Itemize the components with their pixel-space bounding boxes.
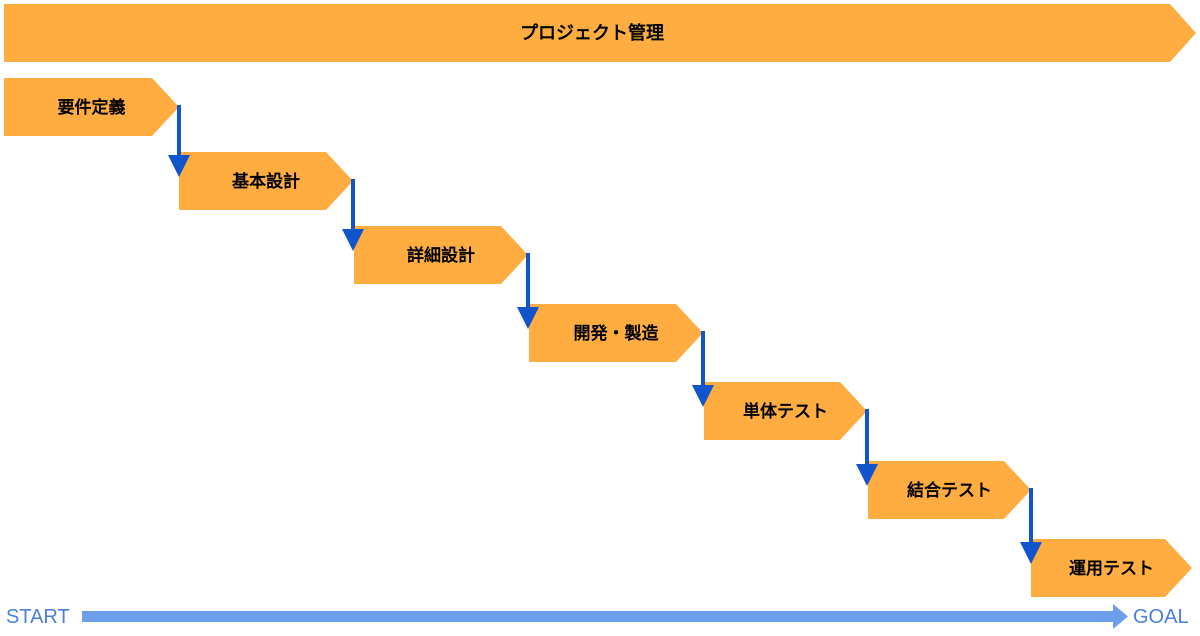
connector-arrow-5 bbox=[856, 409, 878, 486]
stage-2: 基本設計 bbox=[179, 152, 353, 210]
timeline: START GOAL bbox=[6, 604, 1189, 629]
stage-label: 運用テスト bbox=[1069, 559, 1154, 579]
connector-head bbox=[342, 229, 364, 251]
stage-label: 基本設計 bbox=[231, 171, 300, 192]
stage-6: 結合テスト bbox=[868, 461, 1031, 519]
connector-head bbox=[1020, 542, 1042, 564]
timeline-goal-label: GOAL bbox=[1133, 606, 1189, 628]
connector-head bbox=[168, 155, 190, 177]
connector-head bbox=[856, 464, 878, 486]
stage-label: 開発・製造 bbox=[574, 323, 660, 344]
stage-label: 詳細設計 bbox=[407, 245, 475, 266]
stage-label: 結合テスト bbox=[907, 480, 992, 501]
stage-shape bbox=[4, 78, 179, 136]
stage-shape bbox=[179, 152, 353, 210]
connector-arrow-2 bbox=[342, 179, 364, 251]
connector-head bbox=[517, 307, 539, 329]
connector-head bbox=[692, 385, 714, 407]
stage-3: 詳細設計 bbox=[354, 226, 528, 284]
stage-shape bbox=[868, 461, 1031, 519]
connector-arrow-4 bbox=[692, 331, 714, 407]
stage-label: 要件定義 bbox=[58, 97, 126, 118]
connector-shaft bbox=[1029, 488, 1033, 544]
connector-shaft bbox=[865, 409, 869, 466]
connectors-layer bbox=[168, 105, 1042, 564]
stage-4: 開発・製造 bbox=[529, 304, 703, 362]
stage-5: 単体テスト bbox=[704, 382, 867, 440]
connector-shaft bbox=[177, 105, 181, 157]
connector-arrow-6 bbox=[1020, 488, 1042, 564]
connector-shaft bbox=[526, 253, 530, 309]
project-management-banner: プロジェクト管理 bbox=[4, 4, 1196, 62]
stage-shape bbox=[704, 382, 867, 440]
banner-shape bbox=[4, 4, 1196, 62]
stage-shape bbox=[1031, 539, 1192, 597]
stage-label: 単体テスト bbox=[743, 401, 828, 422]
stage-shape bbox=[354, 226, 528, 284]
timeline-arrow-head bbox=[1113, 604, 1128, 629]
banner-label: プロジェクト管理 bbox=[520, 22, 664, 44]
timeline-arrow-shaft bbox=[82, 611, 1120, 622]
connector-shaft bbox=[701, 331, 705, 387]
stage-7: 運用テスト bbox=[1031, 539, 1192, 597]
stage-shape bbox=[529, 304, 703, 362]
connector-arrow-3 bbox=[517, 253, 539, 329]
stage-1: 要件定義 bbox=[4, 78, 179, 136]
timeline-start-label: START bbox=[6, 606, 70, 628]
connector-arrow-1 bbox=[168, 105, 190, 177]
connector-shaft bbox=[351, 179, 355, 231]
